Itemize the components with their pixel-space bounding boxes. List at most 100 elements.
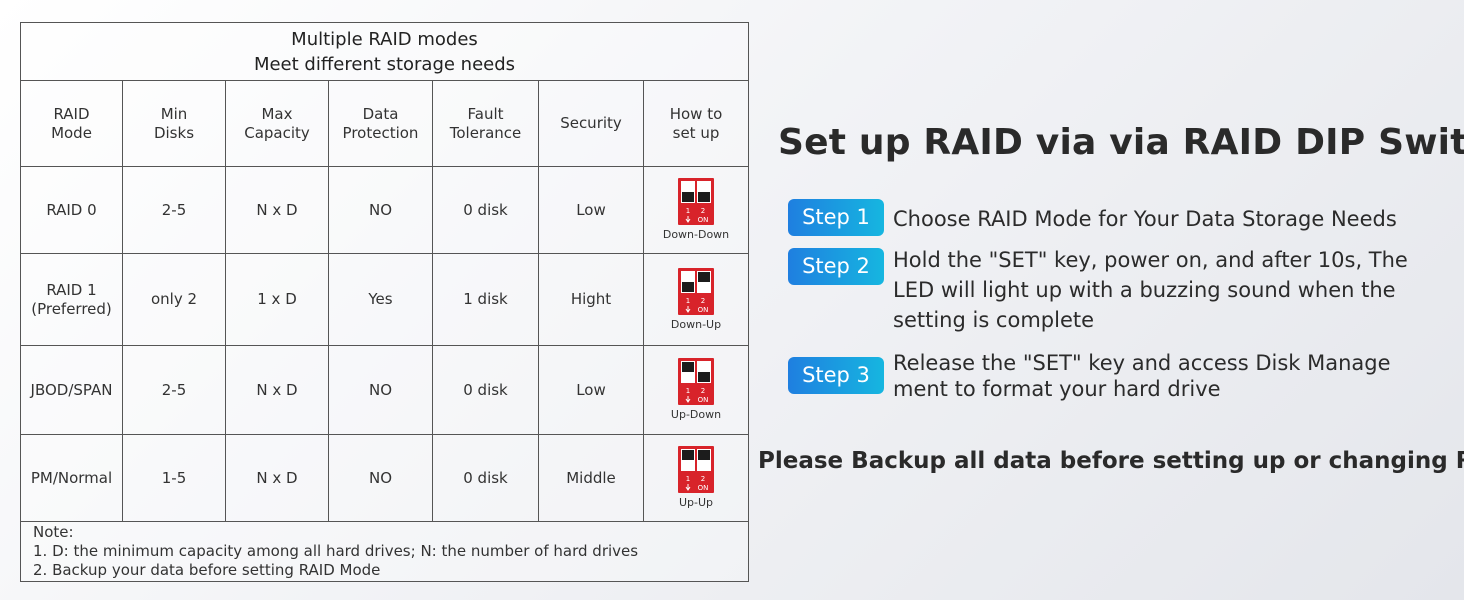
setup-label: Down-Up xyxy=(670,317,722,331)
dip-number-2: 2 xyxy=(701,387,705,395)
table-title-line1: Multiple RAID modes xyxy=(291,28,478,50)
header-security-line1: Security xyxy=(560,114,622,132)
header-max-capacity-line2: Capacity xyxy=(244,123,310,142)
setup-label: Up-Up xyxy=(678,496,714,509)
setup-label: Up-Down xyxy=(670,408,722,421)
dip-arrow-icon xyxy=(685,396,691,403)
dip-number-2: 2 xyxy=(701,297,705,305)
dip-switch-icon: 1 2ON xyxy=(678,358,714,405)
header-min-disks-line1: Min xyxy=(160,104,188,123)
min-disks-cell: 2-5 xyxy=(122,345,226,435)
tolerance-cell: 1 disk xyxy=(432,253,539,346)
setup-label: Down-Down xyxy=(662,228,730,241)
protection-cell: NO xyxy=(328,166,433,254)
header-raid-mode-line2: Mode xyxy=(51,123,92,142)
note-line-2: 2. Backup your data before setting RAID … xyxy=(33,561,381,579)
dip-number-2: 2 xyxy=(701,207,705,215)
max-capacity-cell: N x D xyxy=(225,166,329,254)
dip-knob-down xyxy=(682,192,694,202)
tolerance-cell: 0 disk xyxy=(432,166,539,254)
dip-arrow-icon xyxy=(685,216,691,223)
note-label: Note: xyxy=(33,523,74,541)
min-disks-cell: 2-5 xyxy=(122,166,226,254)
dip-arrow-icon xyxy=(685,305,691,313)
mode-name: RAID 1 xyxy=(46,280,97,299)
dip-switch-icon: 1 2ON xyxy=(678,178,714,225)
step-1-text: Choose RAID Mode for Your Data Storage N… xyxy=(893,207,1397,231)
protection-cell: NO xyxy=(328,345,433,435)
min-disks-cell: 1-5 xyxy=(122,434,226,522)
max-capacity-cell: 1 x D xyxy=(225,253,329,346)
dip-number-1: 1 xyxy=(686,297,690,305)
dip-on-label: ON xyxy=(698,396,709,404)
security-cell: Low xyxy=(538,345,644,435)
security-cell: Hight xyxy=(538,253,644,346)
table-row: RAID 1(Preferred) only 2 1 x D Yes 1 dis… xyxy=(20,253,749,346)
tolerance-cell: 0 disk xyxy=(432,434,539,522)
raid-modes-table: Multiple RAID modes Meet different stora… xyxy=(20,22,749,582)
mode-cell: RAID 0 xyxy=(20,166,123,254)
backup-warning: Please Backup all data before setting up… xyxy=(758,448,1464,474)
step-2-badge: Step 2 xyxy=(788,248,884,285)
dip-switch-icon: 1 2ON xyxy=(678,446,714,493)
header-raid-mode-line1: RAID xyxy=(53,104,90,123)
dip-knob-up xyxy=(698,271,710,282)
header-data-protection-line2: Protection xyxy=(342,123,419,142)
dip-knob-down xyxy=(682,281,694,292)
page-heading: Set up RAID via via RAID DIP Switch xyxy=(778,122,1464,163)
min-disks-cell: only 2 xyxy=(122,253,226,346)
max-capacity-cell: N x D xyxy=(225,345,329,435)
tolerance-cell: 0 disk xyxy=(432,345,539,435)
dip-number-2: 2 xyxy=(701,475,705,483)
dip-on-label: ON xyxy=(698,484,709,492)
header-fault-tolerance-line2: Tolerance xyxy=(449,123,522,142)
protection-cell: Yes xyxy=(328,253,433,346)
security-cell: Low xyxy=(538,166,644,254)
header-fault-tolerance-line1: Fault xyxy=(467,104,504,123)
header-max-capacity-line1: Max xyxy=(261,104,293,123)
dip-number-1: 1 xyxy=(686,207,690,215)
header-security: Security xyxy=(538,80,644,167)
dip-knob-down xyxy=(698,192,710,202)
dip-arrow-icon xyxy=(685,484,691,491)
dip-knob-down xyxy=(698,372,710,382)
protection-cell: NO xyxy=(328,434,433,522)
mode-cell: PM/Normal xyxy=(20,434,123,522)
header-how-to-set-up-line2: set up xyxy=(672,123,720,142)
header-data-protection-line1: Data xyxy=(362,104,399,123)
dip-number-1: 1 xyxy=(686,387,690,395)
dip-knob-up xyxy=(682,362,694,372)
dip-on-label: ON xyxy=(698,306,709,314)
mode-name: RAID 0 xyxy=(46,200,97,219)
max-capacity-cell: N x D xyxy=(225,434,329,522)
dip-knob-up xyxy=(682,450,694,460)
mode-note: (Preferred) xyxy=(31,299,112,318)
mode-name: JBOD/SPAN xyxy=(30,380,113,399)
table-title-line2: Meet different storage needs xyxy=(253,53,516,75)
mode-cell: RAID 1(Preferred) xyxy=(20,253,123,346)
step-3-text: Release the "SET" key and access Disk Ma… xyxy=(893,351,1391,401)
table-title: Multiple RAID modes Meet different stora… xyxy=(20,22,749,81)
step-2-text: Hold the "SET" key, power on, and after … xyxy=(893,248,1408,332)
dip-number-1: 1 xyxy=(686,475,690,483)
dip-knob-up xyxy=(698,450,710,460)
header-min-disks-line2: Disks xyxy=(153,123,195,142)
step-1-badge: Step 1 xyxy=(788,199,884,236)
step-3-badge: Step 3 xyxy=(788,357,884,394)
dip-on-label: ON xyxy=(698,216,709,224)
header-how-to-set-up-line1: How to xyxy=(669,104,723,123)
security-cell: Middle xyxy=(538,434,644,522)
